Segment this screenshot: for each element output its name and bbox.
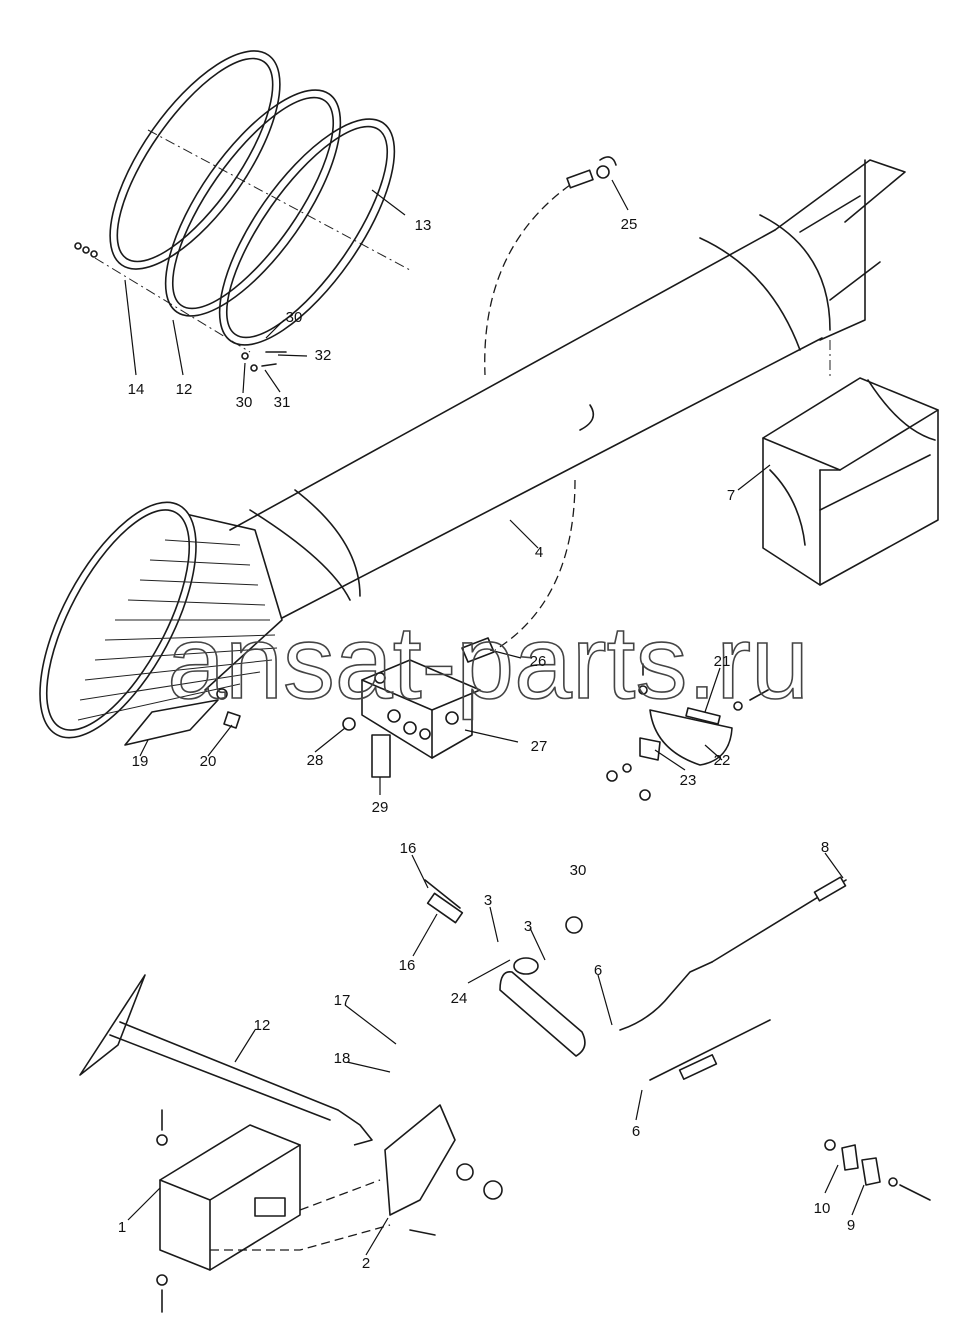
hose [484, 156, 617, 376]
callout-24: 25 [621, 216, 638, 233]
callout-23: 24 [451, 990, 468, 1007]
callout-18: 19 [132, 753, 149, 770]
callout-12: 12 [176, 381, 193, 398]
callout-21: 22 [714, 752, 731, 769]
auger-tube [229, 159, 906, 619]
callout-26: 27 [531, 738, 548, 755]
callout-7: 7 [727, 487, 735, 504]
callout-30-bottom: 30 [236, 394, 253, 411]
hydraulic-cylinder [424, 876, 847, 1081]
callout-4: 4 [535, 544, 543, 561]
callout-28: 29 [372, 799, 389, 816]
callout-6-top: 6 [594, 962, 602, 979]
callout-10: 10 [814, 1200, 831, 1217]
callout-6-bottom: 6 [632, 1123, 640, 1140]
callout-19: 20 [200, 753, 217, 770]
callout-17: 18 [334, 1050, 351, 1067]
callout-3-right: 3 [524, 918, 532, 935]
callout-15: 16 [399, 957, 416, 974]
callout-29: 30 [570, 862, 587, 879]
callout-22: 23 [680, 772, 697, 789]
callout-20: 21 [714, 653, 731, 670]
watermark-text: ansat-parts.ru [167, 605, 809, 721]
callout-9: 9 [847, 1217, 855, 1234]
callout-14: 14 [128, 381, 145, 398]
inlet-cone [39, 501, 283, 746]
callout-32: 32 [315, 347, 332, 364]
leader-lines [124, 179, 865, 1256]
callouts: 13 14 12 30 32 30 31 25 4 7 26 21 27 28 … [118, 216, 855, 1272]
callout-25: 26 [530, 653, 547, 670]
spout-housing [762, 377, 939, 586]
callout-16-top: 16 [400, 840, 417, 857]
clamp-assembly [824, 1139, 931, 1201]
callout-27: 28 [307, 752, 324, 769]
callout-3-left: 3 [484, 892, 492, 909]
callout-8: 8 [821, 839, 829, 856]
callout-13: 13 [415, 217, 432, 234]
callout-1: 1 [118, 1219, 126, 1236]
callout-31: 31 [274, 394, 291, 411]
callout-16-bottom: 17 [334, 992, 351, 1009]
mount-assembly [79, 974, 503, 1313]
callout-30-top: 30 [286, 309, 303, 326]
seal-rings [74, 50, 411, 372]
callout-11: 12 [254, 1017, 271, 1034]
callout-2: 2 [362, 1255, 370, 1272]
valve-block [342, 479, 576, 778]
